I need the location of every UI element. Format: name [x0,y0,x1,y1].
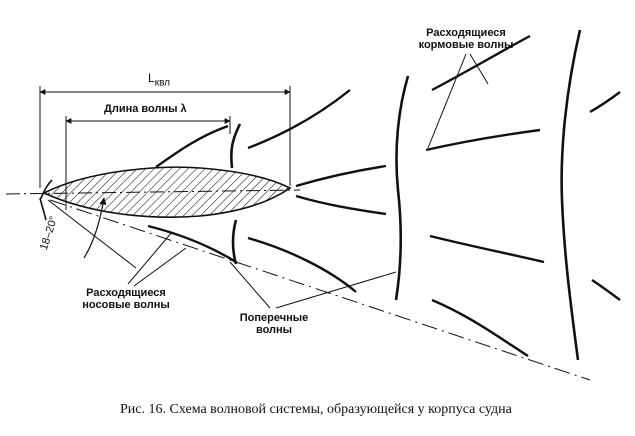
leader-stern-1 [427,53,467,149]
stern-wave-2 [295,194,387,216]
transverse-label-2: волны [255,324,293,336]
bow-wave-lower-1 [147,224,237,264]
lkvl-label: Lквл [148,71,170,89]
leader-bow-1 [127,231,173,285]
bow-wave-upper-3 [431,34,531,92]
transverse-wave-3 [560,29,582,361]
bow-wave-lower-2 [247,236,357,293]
figure-caption: Рис. 16. Схема волновой системы, образую… [120,402,512,417]
leader-stern-2 [469,53,489,85]
transverse-wave-1 [229,123,242,265]
bow-waves-label-1: Расходящиеся [86,287,166,299]
lower-ray [49,199,591,381]
stern-waves-label-2: кормовые волны [418,39,514,51]
bow-wave-upper-2 [247,89,351,150]
leader-trans-1 [229,261,271,309]
stern-wave-3 [425,128,541,152]
stern-waves-label-1: Расходящиеся [426,27,506,39]
stern-wave-5 [589,91,621,114]
leader-trans-2 [275,271,397,309]
bow-mark-bottom [39,197,47,221]
stern-wave-1 [295,164,387,188]
leader-bow-2 [133,247,187,287]
stern-wave-6 [591,279,621,301]
bow-wave-upper-1 [155,124,229,168]
bow-wave-lower-3 [431,298,529,358]
bow-mark-top [39,179,53,201]
angle-arc-arrow [83,197,107,259]
stern-wave-4 [429,234,545,264]
wavelength-label: Длина волны λ [104,103,187,115]
transverse-wave-2 [394,75,410,301]
bow-ray [47,199,137,269]
transverse-label-1: Поперечные [239,312,309,324]
ship-hull [42,166,292,218]
bow-waves-label-2: носовые волны [82,299,170,311]
